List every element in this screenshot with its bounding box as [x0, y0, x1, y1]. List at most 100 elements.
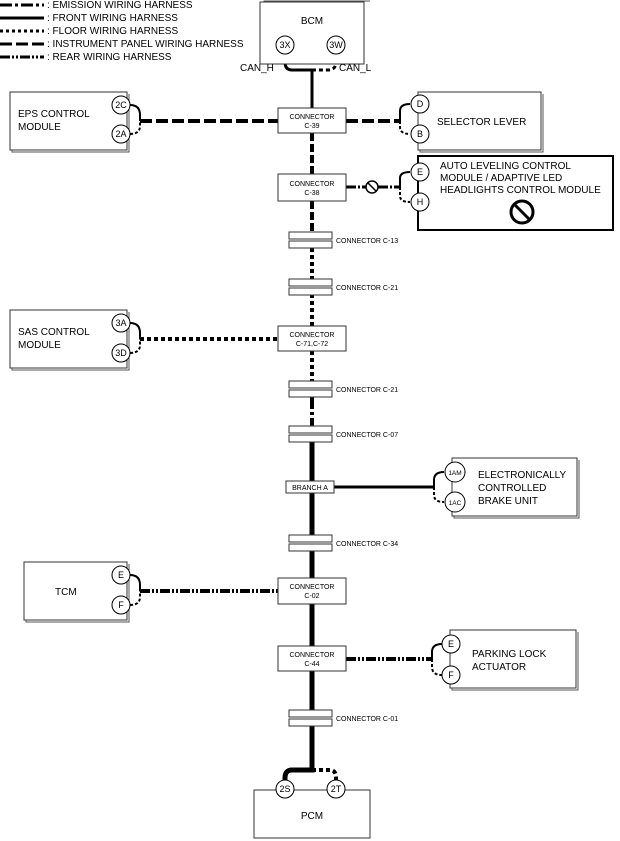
selector-frame — [419, 94, 544, 153]
inline-c34-bottom — [288, 543, 333, 552]
selector-pin-b — [410, 124, 430, 144]
tcm-wire-top — [129, 574, 141, 591]
brake-label-1: ELECTRONICALLY — [478, 470, 567, 481]
brake-pin-1ac — [444, 491, 466, 513]
inline-c01-top — [288, 709, 333, 718]
eps-pin-2c-label: 2C — [115, 100, 127, 110]
connector-c02-label-2: C-02 — [304, 593, 319, 600]
sas-pin-3d-label: 3D — [115, 348, 127, 358]
brake-pin-1ac-label: 1AC — [449, 500, 462, 507]
inline-connector-c07: CONNECTOR C-07 — [288, 425, 398, 443]
sas-pin-3d — [111, 343, 131, 363]
tcm-module: TCM E F — [23, 561, 131, 623]
parking-module: PARKING LOCK ACTUATOR E F — [441, 629, 579, 691]
pcm-module: PCM 2S 2T — [253, 779, 371, 839]
connector-c39: CONNECTOR C-39 — [277, 107, 347, 134]
connector-c02-box — [277, 577, 347, 605]
branch-a: BRANCH A — [285, 480, 335, 494]
autolevel-pin-h — [410, 192, 430, 212]
sas-wire-bottom — [129, 339, 141, 354]
legend-rear-label: : REAR WIRING HARNESS — [47, 52, 172, 63]
autolevel-label-1: AUTO LEVELING CONTROL — [440, 161, 571, 172]
prohibited-wire-icon — [365, 180, 379, 194]
selector-pin-d — [410, 94, 430, 114]
sas-box — [9, 309, 128, 369]
sas-pin-3a — [111, 313, 131, 333]
autolevel-pin-h-label: H — [417, 197, 424, 207]
sas-pin-3a-label: 3A — [115, 318, 126, 328]
legend-emission-label: : EMISSION WIRING HARNESS — [47, 0, 193, 11]
inline-c07-top — [288, 425, 333, 434]
pcm-pin-2s-label: 2S — [279, 784, 290, 794]
autolevel-wire-top — [399, 171, 411, 187]
legend-front-label: : FRONT WIRING HARNESS — [47, 13, 178, 24]
bcm-pin-3w — [326, 35, 346, 55]
tcm-frame — [25, 564, 130, 623]
can-h-label: CAN_H — [240, 63, 274, 74]
brake-wire-bottom — [433, 487, 445, 503]
can-l-label: CAN_L — [339, 63, 372, 74]
inline-c07-label: CONNECTOR C-07 — [336, 432, 398, 439]
inline-c34-label: CONNECTOR C-34 — [336, 541, 398, 548]
eps-wire-top — [129, 104, 141, 121]
inline-c01-bottom — [288, 718, 333, 727]
inline-c21b-label: CONNECTOR C-21 — [336, 387, 398, 394]
wire-c01-pcm-h — [282, 726, 315, 780]
connector-c38: CONNECTOR C-38 — [277, 173, 347, 202]
connector-c71: CONNECTOR C-71,C-72 — [277, 325, 347, 352]
selector-pin-b-label: B — [417, 129, 423, 139]
pcm-pin-2t — [326, 779, 346, 799]
branch-a-label: BRANCH A — [292, 485, 328, 492]
inline-c13-top — [288, 231, 333, 240]
connector-c44-label-2: C-44 — [304, 661, 319, 668]
inline-connector-c34: CONNECTOR C-34 — [288, 534, 398, 552]
selector-pin-d-label: D — [417, 99, 424, 109]
inline-c13-label: CONNECTOR C-13 — [336, 238, 398, 245]
connector-c38-box — [277, 173, 347, 202]
pcm-box — [253, 789, 371, 839]
parking-box — [449, 629, 577, 689]
tcm-label: TCM — [55, 587, 77, 598]
brake-pin-1am — [444, 461, 466, 483]
tcm-pin-e — [111, 565, 131, 585]
wire-c01-pcm-l — [312, 768, 338, 780]
brake-label-3: BRAKE UNIT — [478, 496, 538, 507]
bcm-pin-3x-label: 3X — [279, 40, 290, 50]
sas-frame — [11, 312, 130, 371]
eps-module: EPS CONTROL MODULE 2C 2A — [9, 91, 131, 153]
sas-label-2: MODULE — [18, 340, 61, 351]
connector-c39-box — [277, 107, 347, 134]
connector-c02: CONNECTOR C-02 — [277, 577, 347, 605]
connector-c71-box — [277, 325, 347, 352]
connector-c39-label-2: C-39 — [304, 123, 319, 130]
inline-connector-c21a: CONNECTOR C-21 — [288, 278, 398, 296]
inline-c07-bottom — [288, 434, 333, 443]
tcm-wire-bottom — [129, 591, 141, 606]
eps-label-1: EPS CONTROL — [18, 109, 90, 120]
legend-instrument-label: : INSTRUMENT PANEL WIRING HARNESS — [47, 39, 244, 50]
bcm-pin-3w-label: 3W — [329, 40, 343, 50]
parking-pin-e-label: E — [448, 639, 454, 649]
brake-frame — [453, 460, 580, 519]
eps-frame — [11, 94, 130, 153]
brake-wire-top — [433, 471, 445, 487]
inline-c21b-top — [288, 380, 333, 389]
connector-c44-box — [277, 645, 347, 672]
parking-pin-f — [441, 665, 461, 685]
main-trunk — [282, 52, 338, 780]
pcm-label: PCM — [301, 811, 323, 822]
bcm-module: BCM 3X 3W CAN_H CAN_L — [240, 0, 372, 74]
prohibited-icon — [509, 199, 535, 225]
autolevel-box — [417, 155, 614, 231]
selector-wire-bottom — [399, 121, 411, 135]
brake-pin-1am-label: 1AM — [448, 470, 461, 477]
parking-wire-top — [431, 643, 443, 659]
pcm-pin-2t-label: 2T — [331, 784, 342, 794]
sas-label-1: SAS CONTROL — [18, 327, 90, 338]
parking-label-1: PARKING LOCK — [472, 649, 547, 660]
inline-connector-c21b: CONNECTOR C-21 — [288, 380, 398, 398]
eps-box — [9, 91, 128, 151]
brake-module: ELECTRONICALLY CONTROLLED BRAKE UNIT 1AM… — [444, 457, 580, 519]
autolevel-label-2: MODULE / ADAPTIVE LED — [440, 173, 562, 184]
